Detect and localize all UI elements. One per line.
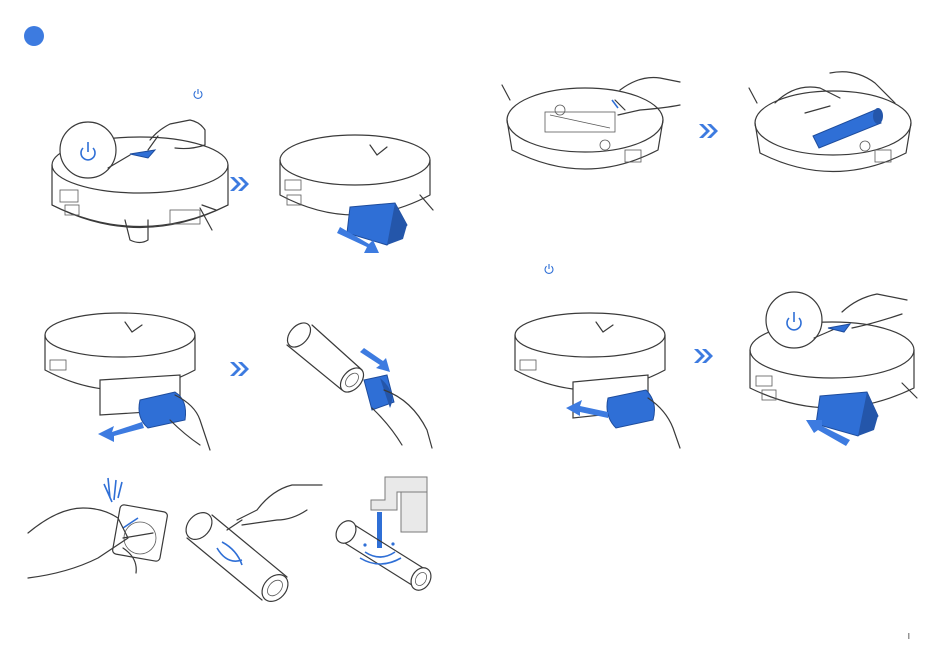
page-number: I xyxy=(908,632,910,641)
robot-power-off-illustration xyxy=(30,110,220,255)
step-badge xyxy=(24,26,44,46)
double-chevron-right-icon xyxy=(228,360,252,378)
reinstall-filter-illustration xyxy=(508,310,688,450)
clean-filter-brush-illustration xyxy=(28,478,173,588)
wipe-filter-illustration xyxy=(182,480,327,610)
rinse-filter-illustration xyxy=(335,472,455,612)
double-chevron-right-icon xyxy=(697,122,721,140)
power-icon xyxy=(543,263,555,275)
lift-roller-brush-illustration xyxy=(745,68,920,188)
pull-filter-illustration xyxy=(40,310,220,455)
remove-dustbin-illustration xyxy=(275,115,445,260)
double-chevron-right-icon xyxy=(692,347,716,365)
double-chevron-right-icon xyxy=(228,175,252,193)
roller-brush-robot-illustration xyxy=(500,70,690,185)
remove-filter-illustration xyxy=(272,320,447,450)
power-icon xyxy=(192,88,204,100)
robot-power-on-illustration xyxy=(742,288,920,453)
